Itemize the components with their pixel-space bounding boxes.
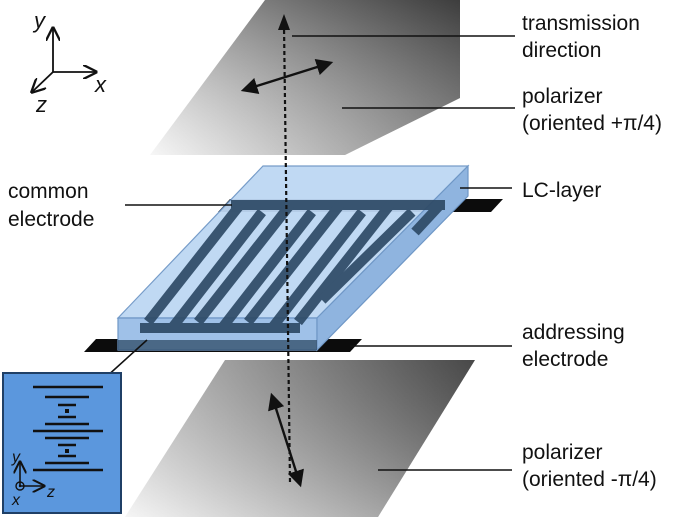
transmission-arrow	[278, 14, 292, 483]
label-common-1: common	[8, 180, 89, 203]
label-addressing-1: addressing	[522, 321, 625, 344]
leader-inset	[104, 339, 148, 379]
interdigitated-electrodes	[140, 200, 445, 333]
label-bottom-polarizer-2: (oriented -π/4)	[522, 468, 657, 491]
label-top-polarizer-2: (oriented +π/4)	[522, 112, 662, 135]
bottom-polarizer	[125, 360, 475, 517]
top-polarization-arrow	[240, 59, 334, 94]
label-transmission-2: direction	[522, 39, 601, 62]
lc-layer-block	[116, 164, 470, 352]
inset-axis-z-label: z	[46, 484, 55, 501]
label-addressing-2: electrode	[522, 348, 608, 371]
label-transmission-1: transmission	[522, 12, 640, 35]
bottom-polarization-arrow	[268, 392, 304, 488]
axis-triad: y x z	[32, 8, 107, 117]
inset-side-view: y x z	[2, 372, 122, 514]
leader-lines	[104, 35, 515, 471]
label-common-2: electrode	[8, 208, 94, 231]
label-top-polarizer-1: polarizer	[522, 85, 603, 108]
axis-z-label: z	[35, 92, 47, 117]
label-bottom-polarizer-1: polarizer	[522, 441, 603, 464]
axis-y-label: y	[32, 8, 47, 33]
inset-axis-y-label: y	[11, 449, 21, 466]
inset-field-lines	[33, 385, 103, 472]
inset-axis-x-label: x	[11, 492, 21, 509]
axis-x-label: x	[94, 72, 107, 97]
top-polarizer	[150, 0, 460, 155]
label-lc-layer: LC-layer	[522, 179, 601, 202]
